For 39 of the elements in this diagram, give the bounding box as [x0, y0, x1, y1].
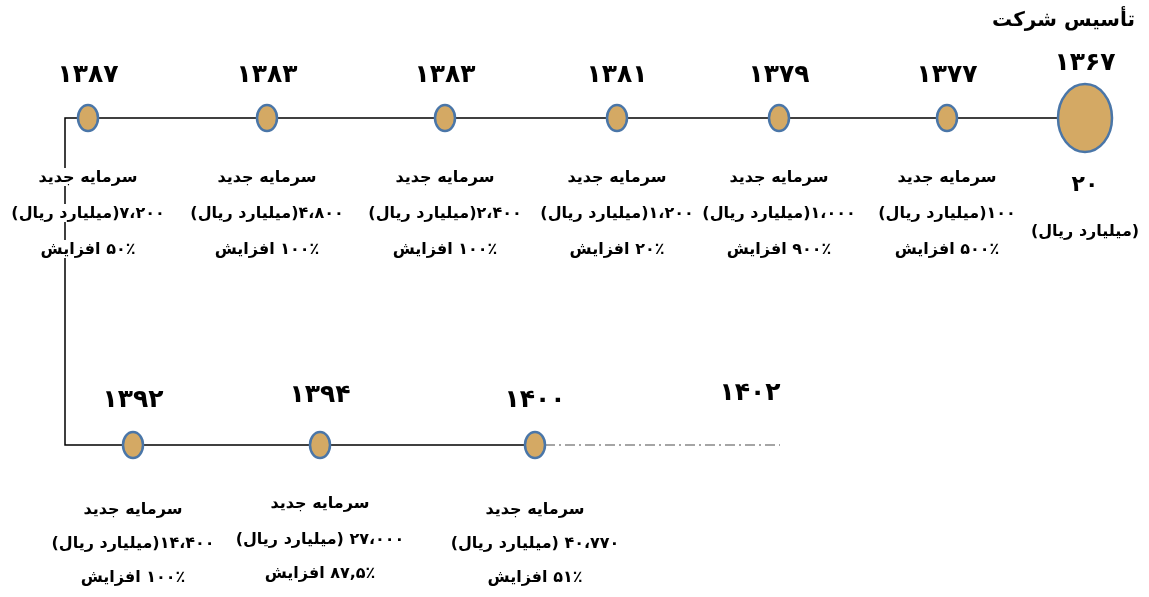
capital-heading: سرمایه جدید — [36, 168, 140, 186]
increase-label: ۹۰۰٪ افزایش — [724, 240, 834, 258]
increase-label: ۵۰٪ افزایش — [38, 240, 138, 258]
capital-heading: سرمایه جدید — [565, 168, 669, 186]
capital-heading: سرمایه جدید — [483, 500, 587, 518]
capital-heading: سرمایه جدید — [215, 168, 319, 186]
capital-heading: سرمایه جدید — [268, 494, 372, 512]
timeline-line — [276, 117, 436, 119]
timeline-line — [956, 117, 1059, 119]
dashed-timeline-line — [544, 444, 781, 446]
milestone-circle — [76, 103, 100, 133]
milestone-circle — [308, 430, 332, 460]
increase-label: ۸۷,۵٪ افزایش — [262, 564, 378, 582]
timeline-line — [97, 117, 258, 119]
timeline-line — [142, 444, 311, 446]
capital-heading: سرمایه جدید — [895, 168, 999, 186]
milestone-circle — [767, 103, 791, 133]
timeline-line — [788, 117, 938, 119]
timeline-line — [64, 117, 124, 446]
milestone-circle — [121, 430, 145, 460]
increase-label: ۱۰۰٪ افزایش — [390, 240, 500, 258]
increase-label: ۱۰۰٪ افزایش — [78, 568, 188, 586]
timeline-line — [626, 117, 770, 119]
milestone-circle — [1056, 82, 1114, 154]
increase-label: ۵۰۰٪ افزایش — [892, 240, 1002, 258]
timeline-line — [329, 444, 526, 446]
heading: تأسیس شرکت — [990, 8, 1137, 30]
milestone-circle — [255, 103, 279, 133]
milestone-circle — [935, 103, 959, 133]
capital-heading: سرمایه جدید — [81, 500, 185, 518]
increase-label: ۲۰٪ افزایش — [567, 240, 667, 258]
milestone-circle — [433, 103, 457, 133]
capital-heading: سرمایه جدید — [727, 168, 831, 186]
increase-label: ۵۱٪ افزایش — [485, 568, 585, 586]
timeline-line — [454, 117, 608, 119]
milestone-circle — [523, 430, 547, 460]
increase-label: ۱۰۰٪ افزایش — [212, 240, 322, 258]
capital-heading: سرمایه جدید — [393, 168, 497, 186]
milestone-circle — [605, 103, 629, 133]
